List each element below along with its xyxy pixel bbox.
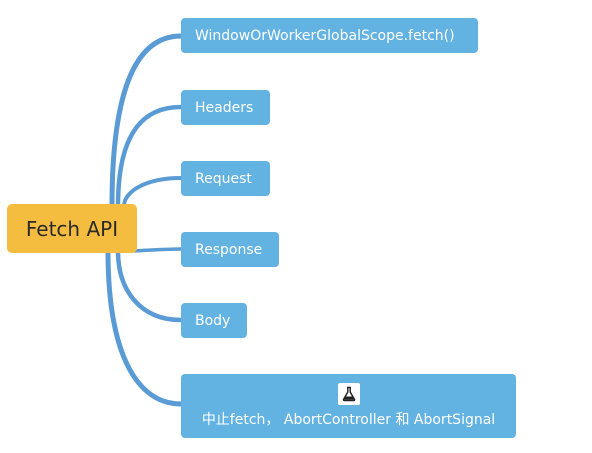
node-label: Body [195,312,231,329]
connector-to-abort [105,248,184,407]
node-headers[interactable]: Headers [181,90,270,125]
node-label: Headers [195,99,254,116]
root-node-fetch-api[interactable]: Fetch API [7,204,137,253]
node-label: WindowOrWorkerGlobalScope.fetch() [195,27,455,44]
node-label: 中止fetch， AbortController 和 AbortSignal [201,412,496,428]
root-node-label: Fetch API [25,216,119,241]
node-body[interactable]: Body [181,303,247,338]
node-request[interactable]: Request [181,161,270,196]
node-label: Response [195,241,263,258]
flask-icon [337,383,360,405]
node-fetch-method[interactable]: WindowOrWorkerGlobalScope.fetch() [181,18,478,53]
connector-to-request [122,176,183,208]
connector-to-body [115,248,184,323]
node-abort-fetch[interactable]: 中止fetch， AbortController 和 AbortSignal [181,374,516,438]
connector-to-headers [115,104,184,209]
connector-to-fetch-method [109,33,184,209]
connector-to-response [128,247,183,253]
node-label: Request [195,170,252,187]
node-response[interactable]: Response [181,232,279,267]
